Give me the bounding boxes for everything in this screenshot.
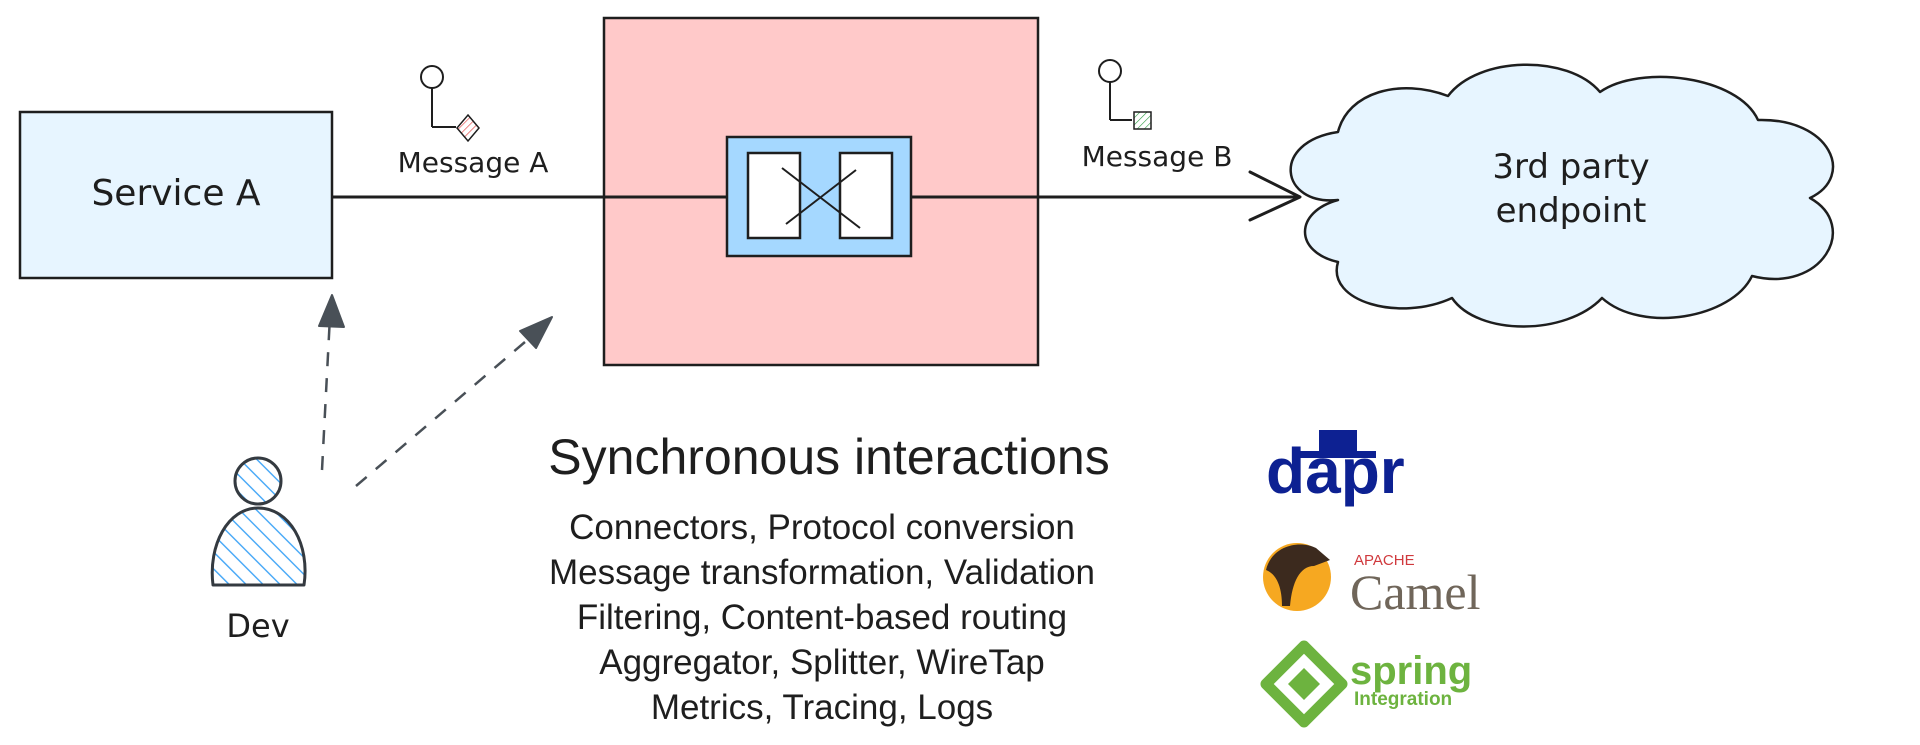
processor-output-port	[838, 151, 894, 240]
message-a: Message A	[398, 65, 549, 179]
message-b: Message B	[1082, 59, 1233, 173]
endpoint-label-line2: endpoint	[1496, 191, 1647, 231]
message-b-label: Message B	[1082, 140, 1233, 173]
integration-container	[602, 16, 1040, 367]
hat-icon	[1300, 430, 1376, 458]
message-a-label: Message A	[398, 146, 549, 179]
spring-sub-label: Integration	[1354, 689, 1452, 710]
caption-line: Metrics, Tracing, Logs	[651, 688, 993, 727]
caption-line: Message transformation, Validation	[549, 553, 1095, 592]
camel-wordmark: Camel	[1350, 564, 1481, 620]
caption-line: Aggregator, Splitter, WireTap	[599, 643, 1045, 682]
message-b-icon	[1098, 59, 1152, 130]
endpoint-label-line1: 3rd party	[1492, 147, 1649, 187]
apache-camel-logo: APACHE Camel	[1263, 543, 1481, 620]
cloud-shape	[1289, 63, 1835, 328]
spring-icon	[1260, 640, 1348, 728]
caption: Synchronous interactions Connectors, Pro…	[548, 429, 1109, 727]
service-a-label: Service A	[91, 173, 260, 214]
caption-line: Connectors, Protocol conversion	[569, 508, 1075, 547]
dev-label: Dev	[226, 607, 289, 645]
processor-node	[725, 135, 913, 258]
user-icon	[210, 456, 307, 587]
dapr-wordmark: dapr	[1266, 435, 1405, 507]
dev-arrow-to-service	[318, 294, 345, 471]
spring-wordmark: spring	[1350, 649, 1472, 693]
caption-title: Synchronous interactions	[548, 429, 1109, 485]
service-a-node: Service A	[18, 110, 334, 280]
message-a-icon	[420, 65, 480, 143]
service-a-box	[18, 110, 334, 280]
caption-line: Filtering, Content-based routing	[577, 598, 1067, 637]
dev-arrow-to-integration	[355, 316, 553, 487]
dapr-logo: dapr	[1266, 430, 1405, 507]
dev-actor: Dev	[210, 456, 307, 645]
arrowhead	[1248, 170, 1302, 222]
third-party-endpoint: 3rd party endpoint	[1289, 63, 1835, 328]
spring-integration-logo: spring Integration	[1260, 640, 1472, 728]
camel-icon	[1263, 543, 1331, 611]
processor-input-port	[746, 151, 802, 240]
apache-label: APACHE	[1354, 552, 1415, 569]
